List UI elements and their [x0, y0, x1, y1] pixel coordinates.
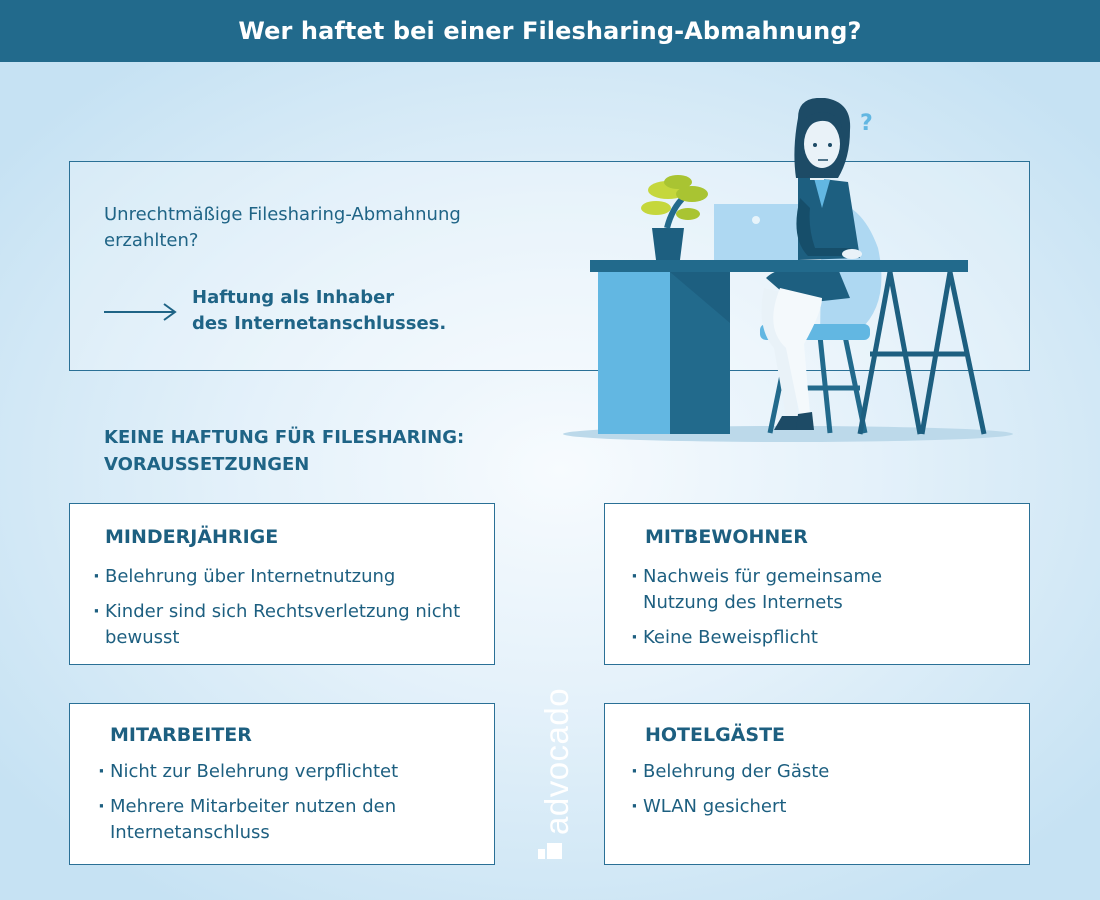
logo-mark-icon [538, 843, 562, 859]
card-title: MITBEWOHNER [645, 526, 808, 548]
card-mitbewohner: MITBEWOHNER Nachweis für gemeinsame Nutz… [604, 503, 1030, 665]
list-item: WLAN gesichert [631, 794, 1013, 820]
woman-at-desk-illustration: ? [563, 98, 1013, 442]
list-item: Belehrung über Internetnutzung [93, 564, 475, 590]
card-minderjaehrige: MINDERJÄHRIGE Belehrung über Internetnut… [69, 503, 495, 665]
section-heading: KEINE HAFTUNG FÜR FILESHARING: VORAUSSET… [104, 424, 524, 478]
woman-figure [761, 98, 862, 430]
card-list: Nicht zur Belehrung verpflichtet Mehrere… [98, 759, 480, 855]
intro-answer-line2: des Internetanschlusses. [192, 313, 447, 334]
arrow-right-icon [104, 303, 177, 321]
list-item: Keine Beweispflicht [631, 625, 963, 651]
bonsai-plant-icon [641, 175, 708, 260]
section-heading-line2: VORAUSSETZUNGEN [104, 454, 310, 475]
card-list: Belehrung über Internetnutzung Kinder si… [93, 564, 475, 660]
section-heading-line1: KEINE HAFTUNG FÜR FILESHARING: [104, 427, 465, 448]
desk-legs [857, 271, 987, 435]
card-title: MITARBEITER [110, 724, 252, 746]
card-title: MINDERJÄHRIGE [105, 526, 279, 548]
intro-answer: Haftung als Inhaber des Internetanschlus… [192, 285, 492, 337]
intro-answer-line1: Haftung als Inhaber [192, 287, 395, 308]
list-item: Nicht zur Belehrung verpflichtet [98, 759, 480, 785]
laptop-icon [714, 204, 804, 260]
header-bar: Wer haftet bei einer Filesharing-Abmahnu… [0, 0, 1100, 62]
list-item: Kinder sind sich Rechtsverletzung nicht … [93, 599, 475, 651]
intro-question: Unrechtmäßige Filesharing-Abmahnung erza… [104, 204, 461, 251]
advocado-logo: advocado [532, 688, 575, 860]
list-item: Nachweis für gemeinsame Nutzung des Inte… [631, 564, 963, 616]
desk-drawer-left [598, 272, 670, 434]
list-item: Belehrung der Gäste [631, 759, 1013, 785]
desk-top [590, 260, 968, 272]
list-item: Mehrere Mitarbeiter nutzen den Interneta… [98, 794, 480, 846]
page-title: Wer haftet bei einer Filesharing-Abmahnu… [238, 17, 862, 45]
question-mark: ? [860, 111, 873, 136]
card-list: Belehrung der Gäste WLAN gesichert [631, 759, 1013, 829]
logo-text: advocado [538, 687, 575, 835]
card-title: HOTELGÄSTE [645, 724, 786, 746]
card-list: Nachweis für gemeinsame Nutzung des Inte… [631, 564, 963, 660]
card-mitarbeiter: MITARBEITER Nicht zur Belehrung verpflic… [69, 703, 495, 865]
card-hotelgaeste: HOTELGÄSTE Belehrung der Gäste WLAN gesi… [604, 703, 1030, 865]
